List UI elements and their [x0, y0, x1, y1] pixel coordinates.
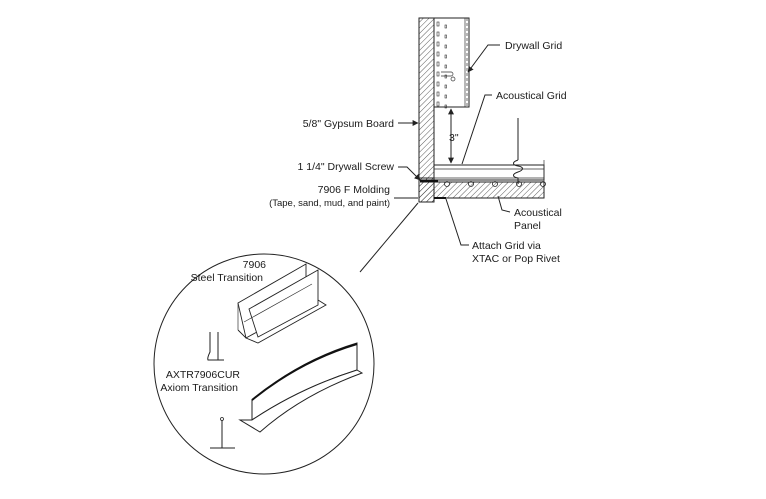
drywall-grid [433, 17, 470, 109]
molding-label-line1: 7906 F Molding [318, 184, 391, 196]
grid-slot [444, 94, 447, 99]
steel-transition-profile [207, 332, 224, 361]
grid-slot [436, 91, 440, 97]
acoustical-panel-label-line1: Acoustical [514, 207, 562, 219]
callout-acoustical-grid: Acoustical Grid [461, 90, 567, 165]
grid-slot [436, 51, 440, 57]
molding-label-line2: (Tape, sand, mud, and paint) [269, 198, 390, 209]
grid-slot [436, 101, 440, 107]
steel-transition-label-line1: 7906 [243, 259, 267, 271]
grid-slot [436, 31, 440, 37]
callout-drywall-grid: Drywall Grid [467, 40, 562, 73]
drywall-grid-label: Drywall Grid [505, 40, 562, 52]
attach-grid-label-line2: XTAC or Pop Rivet [472, 253, 560, 265]
steel-transition-part [237, 263, 327, 344]
axiom-transition-label-line2: Axiom Transition [160, 382, 238, 394]
grid-slot [444, 64, 447, 69]
gypsum-board-label: 5/8" Gypsum Board [303, 118, 394, 130]
callout-molding: 7906 F Molding (Tape, sand, mud, and pai… [269, 184, 418, 209]
callout-acoustical-panel: Acoustical Panel [497, 195, 562, 232]
axiom-transition-label-line1: AXTR7906CUR [166, 369, 241, 381]
callout-attach-grid: Attach Grid via XTAC or Pop Rivet [445, 198, 560, 265]
callout-gypsum-board: 5/8" Gypsum Board [303, 118, 419, 130]
grid-slot [436, 21, 440, 27]
attach-grid-label-line1: Attach Grid via [472, 240, 541, 252]
acoustical-panel-label-line2: Panel [514, 220, 541, 232]
grid-slot [436, 61, 440, 67]
dimension-3in: 3" [448, 108, 459, 164]
grid-slot [436, 71, 440, 77]
grid-slot [444, 34, 447, 39]
detail-leader-line [359, 202, 419, 273]
acoustical-panel [433, 181, 545, 199]
grid-slot [444, 44, 447, 49]
steel-transition-label-line2: Steel Transition [191, 272, 264, 284]
f-molding [418, 177, 446, 203]
dimension-label: 3" [449, 132, 459, 144]
drywall-screw-label: 1 1/4" Drywall Screw [297, 161, 394, 173]
grid-slot [444, 84, 447, 89]
detail-bubble: 7906 Steel Transition AXTR7906CUR Axiom … [153, 253, 375, 475]
acoustical-grid-label: Acoustical Grid [496, 90, 567, 102]
grid-slot [436, 81, 440, 87]
grid-slot [444, 74, 447, 79]
axiom-transition-profile [210, 417, 235, 449]
grid-slot [444, 54, 447, 59]
axiom-transition-part [238, 342, 364, 433]
grid-slot [436, 41, 440, 47]
callout-drywall-screw: 1 1/4" Drywall Screw [297, 161, 421, 181]
grid-slot [444, 24, 447, 29]
gypsum-board-wall [418, 17, 435, 203]
